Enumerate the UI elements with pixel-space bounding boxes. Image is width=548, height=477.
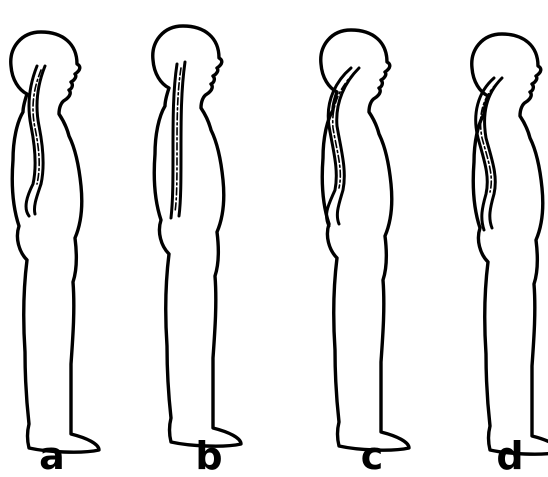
figure-d	[472, 34, 548, 454]
figure-label-c: c	[342, 436, 402, 476]
figure-a	[11, 32, 99, 452]
figure-label-b: b	[179, 436, 239, 476]
figure-label-a: a	[22, 436, 82, 476]
figure-c	[321, 30, 409, 450]
figure-label-d: d	[480, 436, 540, 476]
figure-b	[153, 26, 241, 446]
